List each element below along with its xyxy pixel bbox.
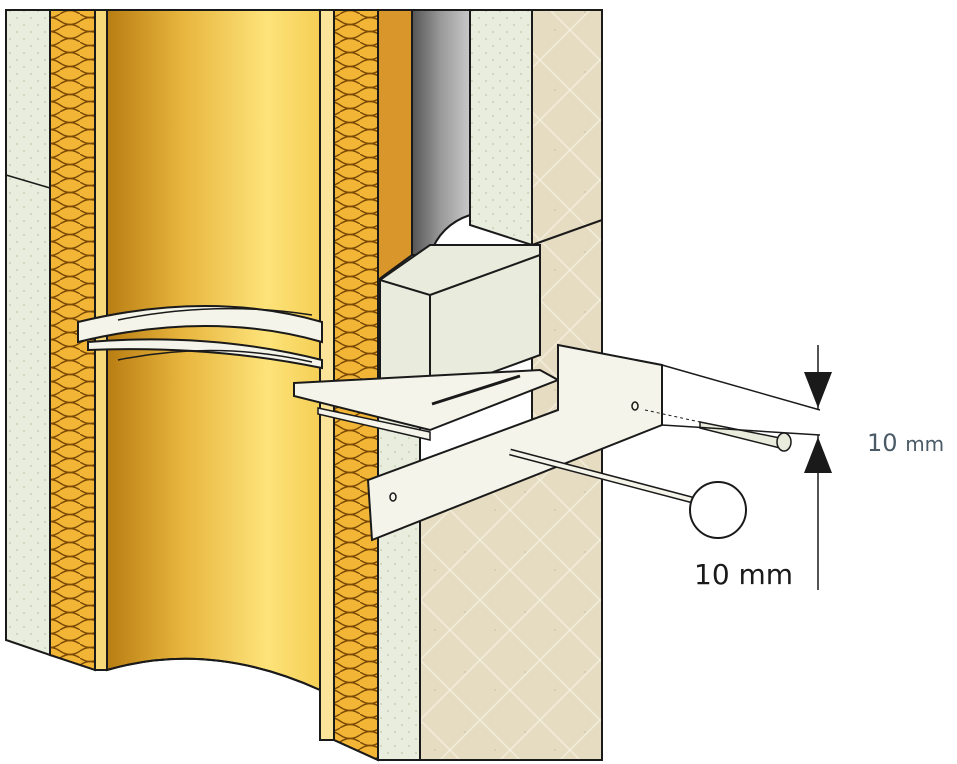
- gap-dimension-value: 10: [867, 429, 898, 457]
- rod-dimension-label: 10 mm: [694, 558, 794, 591]
- flue-clamp-bands: [77, 305, 323, 370]
- left-outer-wall: [5, 9, 51, 657]
- dimension-lines: [661, 345, 832, 590]
- steel-liner: [411, 9, 471, 256]
- rod-end-disc: [689, 481, 747, 539]
- flue-pipe: [94, 9, 335, 741]
- gap-dimension-unit: mm: [905, 432, 945, 456]
- upper-right-wall: [469, 9, 533, 247]
- support-shelf: [293, 368, 561, 441]
- gap-dimension-label: 10 mm: [867, 431, 944, 455]
- dimension-arrow-down: [804, 372, 832, 408]
- dimension-arrow-up: [804, 437, 832, 473]
- pin: [644, 409, 792, 452]
- inner-liner: [377, 9, 413, 282]
- alignment-rod: [509, 448, 747, 539]
